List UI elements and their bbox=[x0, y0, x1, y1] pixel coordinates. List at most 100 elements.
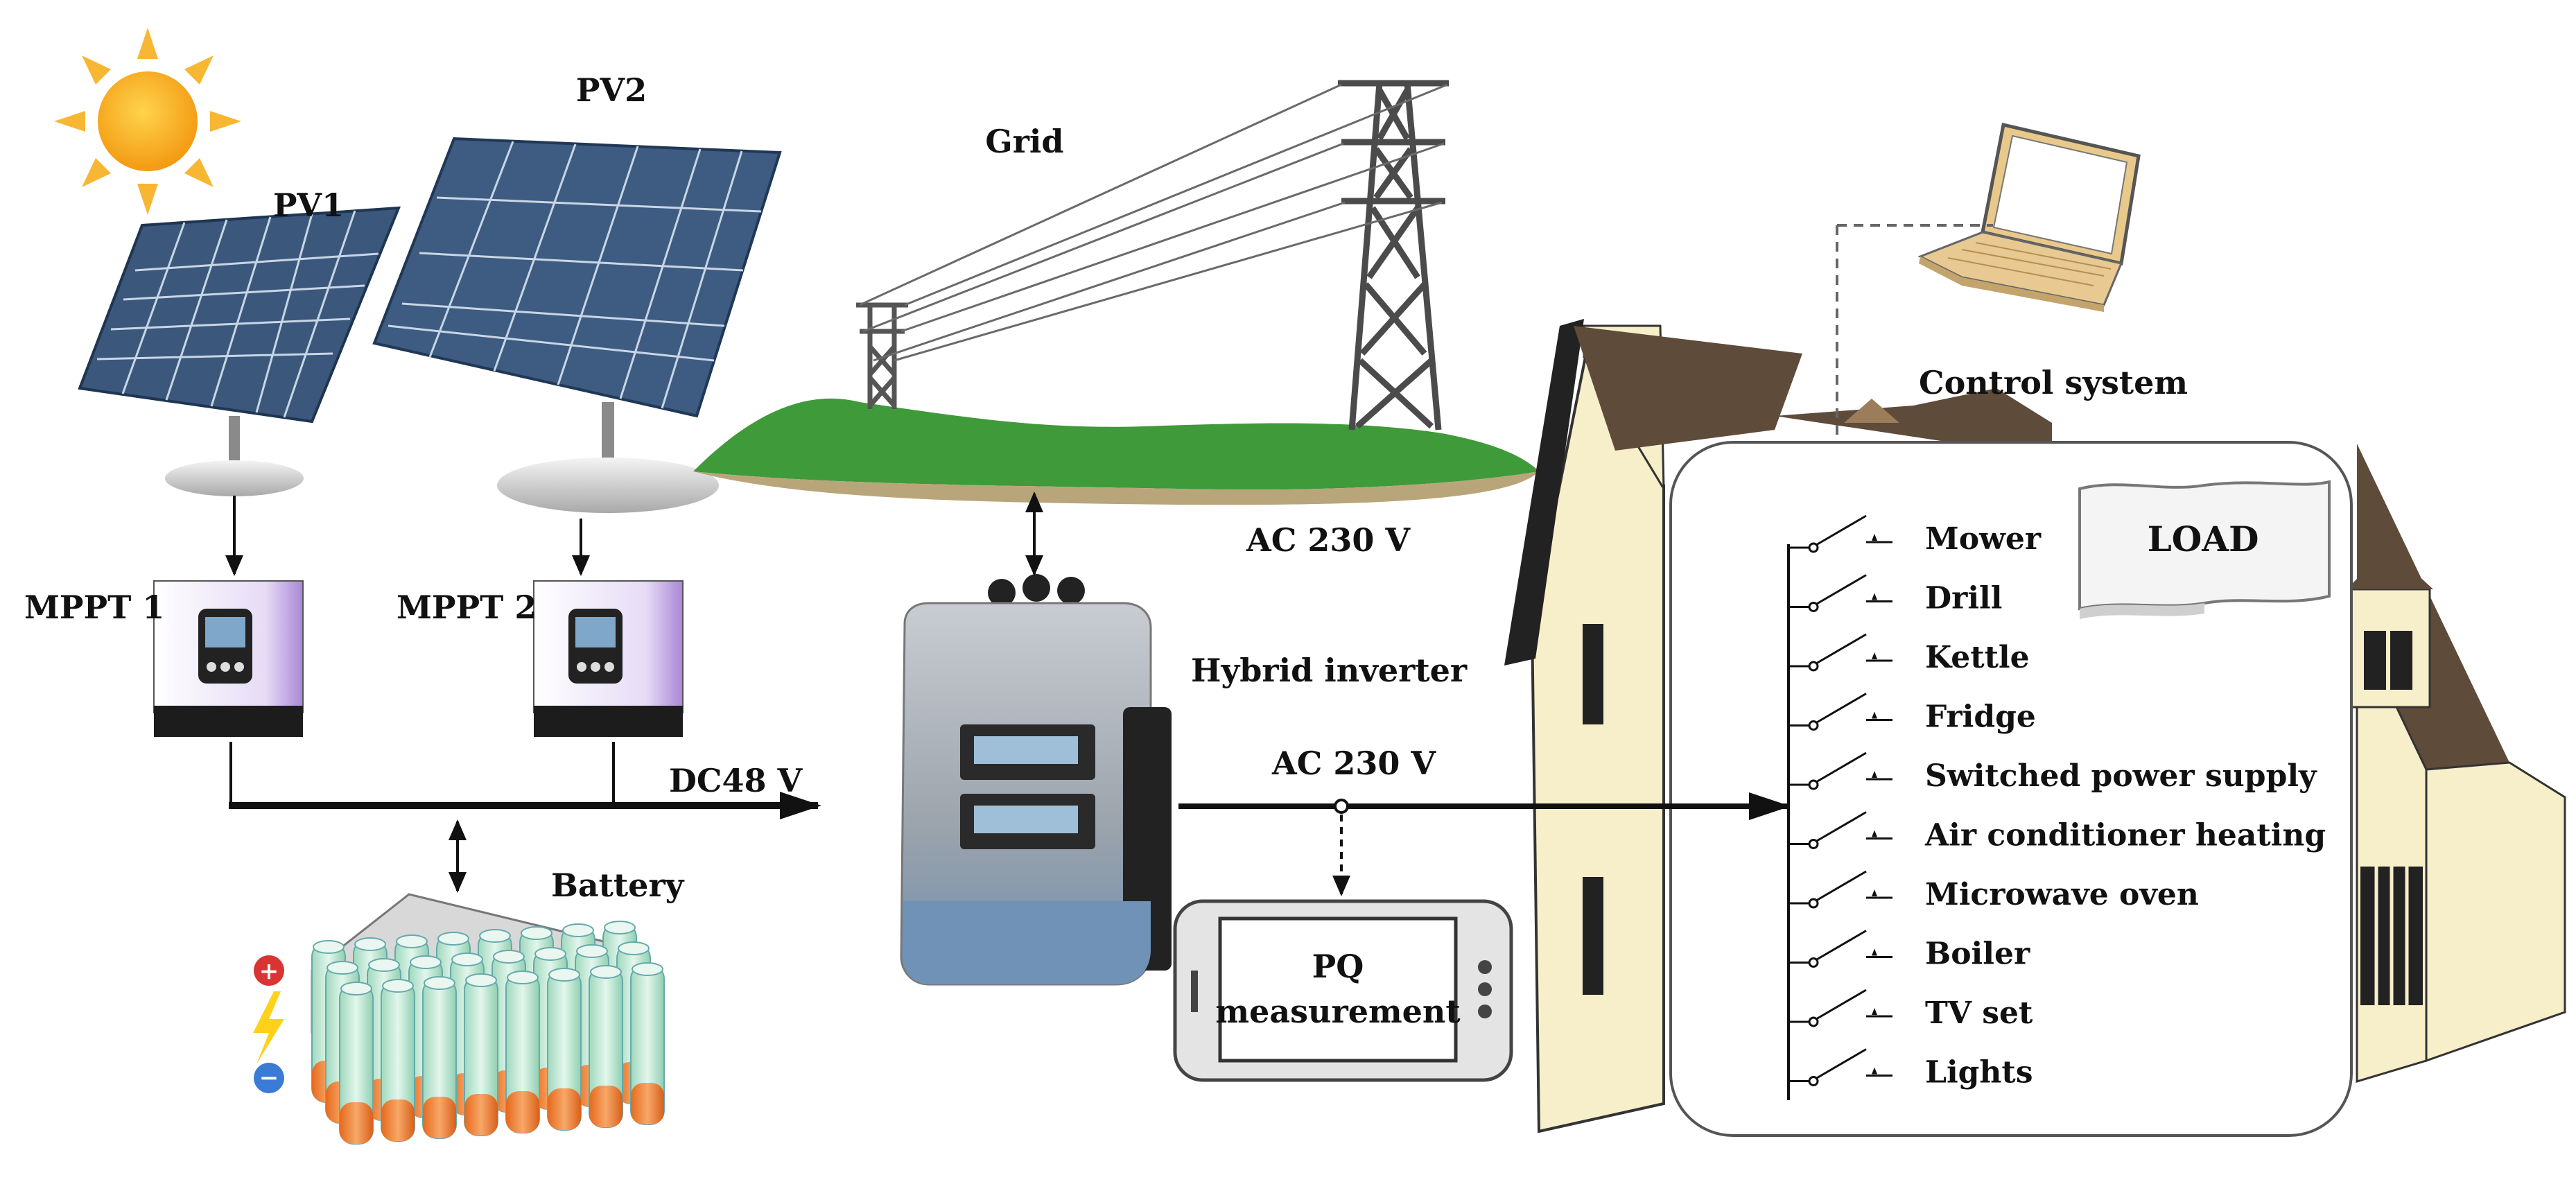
cell-top bbox=[590, 965, 622, 979]
battery-cell bbox=[381, 979, 415, 1142]
battery-cell bbox=[505, 971, 540, 1133]
transmission-tower-large bbox=[1338, 80, 1449, 431]
switch-tick bbox=[1872, 771, 1877, 778]
cell-top bbox=[327, 961, 358, 975]
switch-contact bbox=[1808, 839, 1819, 849]
cell-top bbox=[451, 953, 483, 966]
ac-load-label: AC 230 V bbox=[1271, 745, 1436, 782]
load-switch-item: Fridge bbox=[1789, 693, 2036, 735]
switch-contact bbox=[1808, 1016, 1819, 1027]
switch-blade bbox=[1816, 751, 1867, 783]
pv1-label: PV1 bbox=[273, 186, 344, 224]
cell-top bbox=[410, 955, 442, 969]
load-label: TV set bbox=[1925, 995, 2033, 1031]
load-switch-item: Switched power supply bbox=[1789, 751, 2317, 794]
switch-tick bbox=[1872, 1067, 1877, 1075]
house bbox=[1504, 319, 2566, 1133]
cell-top bbox=[382, 979, 414, 993]
load-switch-item: TV set bbox=[1789, 989, 2033, 1031]
laptop-icon bbox=[1917, 122, 2141, 312]
battery-cell bbox=[630, 962, 665, 1125]
battery-cell bbox=[589, 965, 623, 1128]
cell-top bbox=[534, 947, 566, 961]
load-label: Drill bbox=[1925, 581, 2002, 616]
battery-terminals: + − bbox=[253, 955, 284, 1093]
switch-blade bbox=[1816, 930, 1867, 961]
cell-top bbox=[576, 944, 608, 958]
switch-tick bbox=[1872, 652, 1877, 659]
mppt1-device bbox=[153, 580, 304, 737]
load-switch-item: Kettle bbox=[1789, 633, 2030, 675]
minus-icon: − bbox=[259, 1064, 279, 1092]
load-label: Fridge bbox=[1925, 699, 2036, 735]
cell-top bbox=[507, 971, 539, 984]
battery-cell bbox=[547, 968, 582, 1131]
grid-landscape bbox=[693, 398, 1539, 505]
dc-bus-label: DC48 V bbox=[669, 762, 803, 799]
switch-contact bbox=[1808, 602, 1819, 612]
hybrid-inverter-label: Hybrid inverter bbox=[1191, 652, 1468, 689]
cell-top bbox=[618, 941, 650, 955]
mppt2-label: MPPT 2 bbox=[397, 589, 537, 626]
battery-cell bbox=[422, 976, 457, 1139]
switch-tick bbox=[1872, 593, 1877, 600]
switch-blade bbox=[1816, 693, 1867, 724]
cell-base bbox=[589, 1086, 623, 1127]
cell-top bbox=[465, 973, 497, 987]
control-system-label: Control system bbox=[1919, 364, 2188, 401]
switch-contact bbox=[1808, 898, 1819, 909]
sun-icon bbox=[54, 28, 241, 215]
pq-tap-node bbox=[1334, 799, 1349, 814]
pv2-panel bbox=[372, 137, 782, 513]
pq-meter-device bbox=[1173, 899, 1513, 1082]
switch-tick bbox=[1872, 534, 1877, 541]
cell-top bbox=[493, 950, 525, 964]
cell-top bbox=[521, 926, 552, 940]
wiring bbox=[225, 492, 1791, 896]
load-label: Mower bbox=[1925, 521, 2042, 557]
switch-contact bbox=[1808, 661, 1819, 672]
switch-contact bbox=[1808, 720, 1819, 731]
cell-base bbox=[548, 1088, 581, 1130]
switch-contact bbox=[1808, 542, 1819, 553]
pv2-label: PV2 bbox=[576, 71, 647, 109]
load-title: LOAD bbox=[2148, 519, 2259, 559]
load-switch-item: Lights bbox=[1789, 1048, 2033, 1090]
grid-label: Grid bbox=[985, 123, 1063, 160]
cell-top bbox=[340, 982, 372, 995]
switch-tick bbox=[1872, 830, 1877, 837]
switch-contact bbox=[1808, 1076, 1819, 1086]
plus-icon: + bbox=[259, 957, 279, 985]
cell-base bbox=[381, 1099, 415, 1141]
battery-cell bbox=[339, 982, 374, 1145]
switch-blade bbox=[1816, 1048, 1867, 1079]
load-flag-icon bbox=[2078, 480, 2331, 619]
load-label: Boiler bbox=[1925, 937, 2030, 972]
switch-blade bbox=[1816, 870, 1867, 902]
switch-blade bbox=[1816, 811, 1867, 842]
cell-base bbox=[340, 1102, 373, 1144]
battery-pack bbox=[311, 893, 665, 1145]
cell-top bbox=[604, 921, 636, 934]
cell-base bbox=[506, 1091, 539, 1133]
switch-blade bbox=[1816, 633, 1867, 665]
transmission-tower-small bbox=[856, 302, 908, 409]
cell-top bbox=[479, 929, 511, 943]
cell-top bbox=[396, 934, 428, 948]
mppt1-label: MPPT 1 bbox=[24, 589, 164, 626]
load-label: Kettle bbox=[1925, 640, 2030, 675]
hybrid-inverter-device bbox=[900, 574, 1172, 986]
cell-base bbox=[423, 1097, 456, 1138]
cell-top bbox=[424, 976, 455, 990]
load-switch-item: Mower bbox=[1789, 514, 2042, 557]
load-switch-item: Drill bbox=[1789, 574, 2002, 616]
lightning-icon bbox=[253, 991, 284, 1064]
switch-blade bbox=[1816, 514, 1867, 546]
ac-grid-label: AC 230 V bbox=[1246, 521, 1411, 559]
cell-top bbox=[437, 932, 469, 946]
mppt2-device bbox=[533, 580, 684, 737]
cell-top bbox=[632, 962, 663, 976]
switch-tick bbox=[1872, 711, 1877, 719]
